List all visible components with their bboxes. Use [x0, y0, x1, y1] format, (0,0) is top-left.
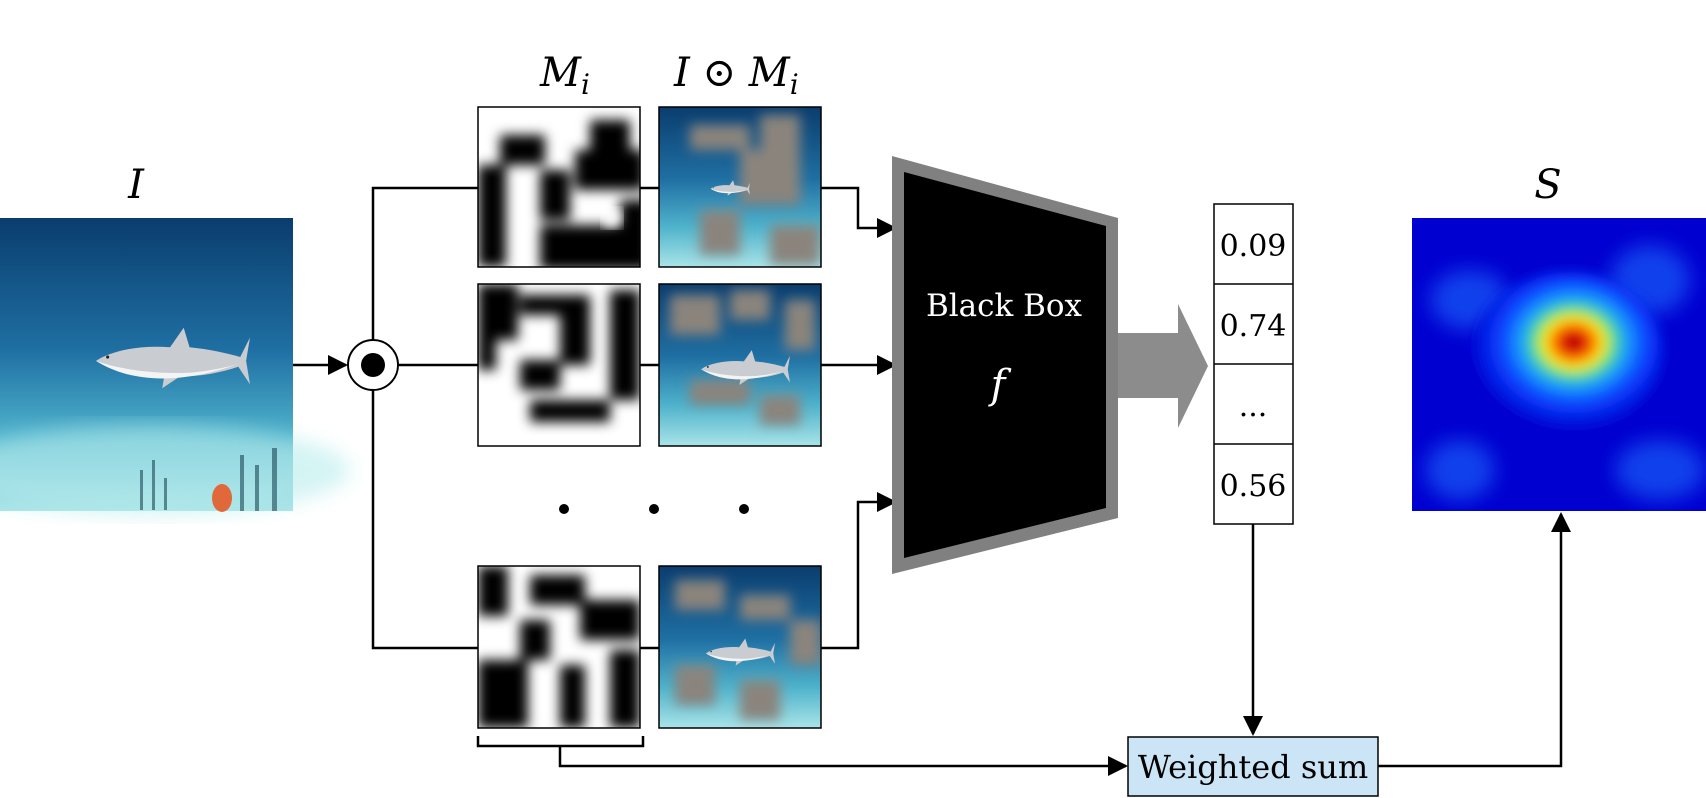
- output-arrow: [1118, 304, 1208, 428]
- weighted-sum-label: Weighted sum: [1138, 748, 1368, 786]
- mask-2: [477, 283, 641, 447]
- mask-3: [477, 565, 641, 729]
- mask-label: Mi: [539, 50, 590, 101]
- input-label: I: [127, 162, 145, 208]
- input-image: [0, 218, 350, 515]
- scores-column: 0.09 0.74 ... 0.56: [1213, 203, 1294, 525]
- masked-image-2: [658, 283, 822, 447]
- black-box: Black Box f: [892, 156, 1118, 574]
- weighted-sum-box: Weighted sum: [1127, 736, 1379, 797]
- masked-image-1: [658, 106, 822, 268]
- masked-image-label: I ⊙ Mi: [673, 50, 799, 101]
- score-2: 0.74: [1220, 309, 1287, 344]
- masked-image-3: [658, 565, 822, 729]
- mask-1: [477, 106, 641, 268]
- mask-bracket: [476, 736, 1128, 776]
- score-3: ...: [1239, 389, 1268, 424]
- saliency-label: S: [1534, 162, 1561, 208]
- score-4: 0.56: [1220, 469, 1287, 504]
- branch-lines: [371, 186, 478, 650]
- score-1: 0.09: [1220, 229, 1287, 264]
- ellipsis-dots: [559, 504, 749, 514]
- odot-icon: [347, 339, 399, 391]
- black-box-title: Black Box: [926, 288, 1083, 324]
- saliency-map: [1412, 218, 1706, 511]
